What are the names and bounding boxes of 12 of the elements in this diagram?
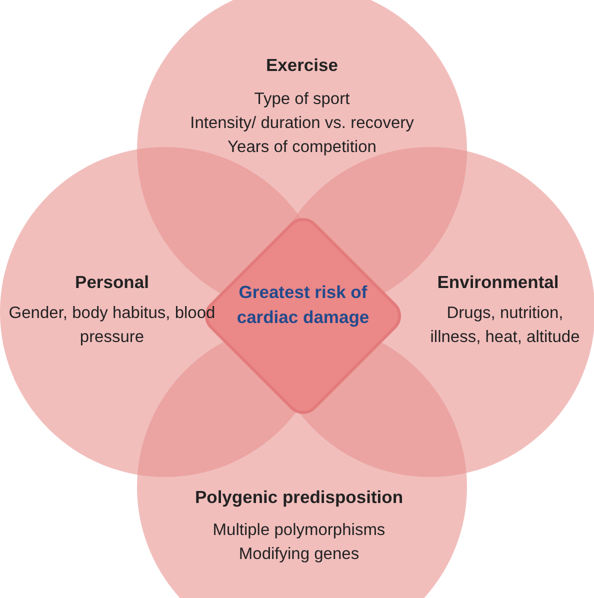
factor-text: Type of sport <box>253 89 351 110</box>
factor-text: Drugs, nutrition, illness, heat, altitude <box>429 303 581 348</box>
heading: Exercise <box>264 54 339 77</box>
factor-text: Intensity/ duration vs. recovery <box>189 113 415 134</box>
center-label: Greatest risk of cardiac damage <box>236 281 370 329</box>
heading: Environmental <box>436 271 560 294</box>
factor-text: Modifying genes <box>238 544 360 565</box>
factor-text: Multiple polymorphisms <box>212 520 386 541</box>
heading: Polygenic predisposition <box>194 486 404 509</box>
factor-text: Gender, body habitus, blood pressure <box>8 303 216 348</box>
factor-text: Years of competition <box>226 137 378 158</box>
heading: Personal <box>74 271 150 294</box>
